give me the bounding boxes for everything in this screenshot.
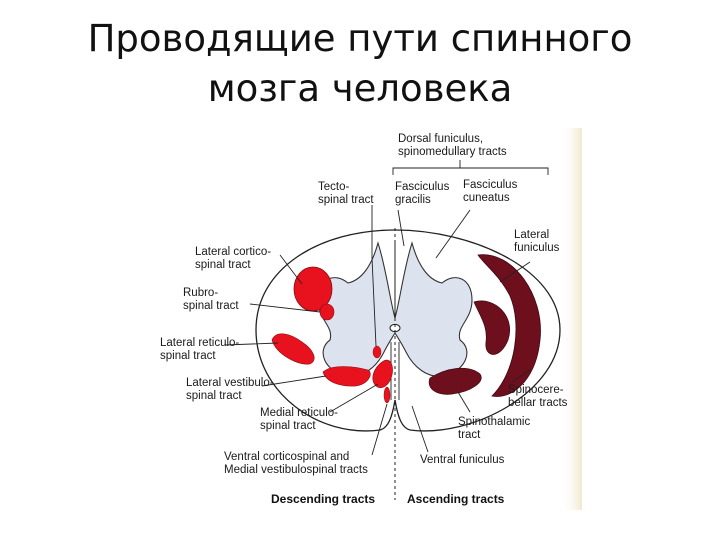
slide-title-line1: Проводящие пути спинного: [87, 17, 633, 60]
slide-title: Проводящие пути спинного мозга человека: [0, 14, 720, 114]
leader-spinocerebellar: [511, 369, 531, 383]
label-lateral-vestibulospinal: Lateral vestibulo-spinal tract: [186, 377, 274, 402]
spinothalamic-tract: [428, 367, 482, 395]
dorsal-funiculus-bracket: [392, 167, 549, 175]
label-lateral-reticulospinal: Lateral reticulo-spinal tract: [160, 337, 239, 362]
leader-lateral-vestibulospinal: [261, 375, 327, 387]
leader-ventral-funiculus: [411, 405, 429, 453]
leader-lateral-funiculus: [499, 261, 531, 283]
ventral-spinocerebellar-tract: [473, 300, 510, 355]
page-edge-tint: [560, 128, 582, 510]
medial-reticulospinal-tract: [372, 359, 393, 388]
label-descending-tracts: Descending tracts: [271, 492, 375, 506]
dorsal-spinocerebellar-tract: [477, 254, 541, 397]
tectospinal-tract: [372, 345, 382, 359]
lateral-vestibulospinal-tract: [322, 366, 371, 387]
label-lateral-corticospinal: Lateral cortico-spinal tract: [195, 246, 271, 271]
leader-medial-reticulospinal: [329, 383, 379, 413]
label-tectospinal: Tecto-spinal tract: [318, 181, 374, 206]
leader-lateral-corticospinal: [279, 254, 303, 285]
label-dorsal-funiculus: Dorsal funiculus,spinomedullary tracts: [398, 133, 507, 158]
leader-rubrospinal: [249, 303, 321, 313]
rubrospinal-tract: [319, 303, 335, 321]
ventral-corticospinal-tract: [383, 386, 391, 404]
leader-tectospinal: [371, 205, 377, 347]
leader-fasciculus-cuneatus: [435, 209, 471, 259]
leader-ventral-corticospinal: [371, 403, 388, 456]
lateral-reticulospinal-tract: [271, 333, 315, 365]
leader-spinothalamic: [457, 391, 471, 413]
slide-title-line2: мозга человека: [207, 67, 513, 110]
label-ascending-tracts: Ascending tracts: [407, 492, 505, 506]
label-medial-reticulospinal: Medial reticulo-spinal tract: [260, 407, 338, 432]
leader-fasciculus-gracilis: [397, 209, 405, 247]
label-rubrospinal: Rubro-spinal tract: [183, 287, 239, 312]
leader-lateral-reticulospinal: [224, 342, 279, 346]
label-ventral-funiculus: Ventral funiculus: [420, 454, 505, 466]
label-spinocerebellar: Spinocere-bellar tracts: [508, 384, 568, 409]
